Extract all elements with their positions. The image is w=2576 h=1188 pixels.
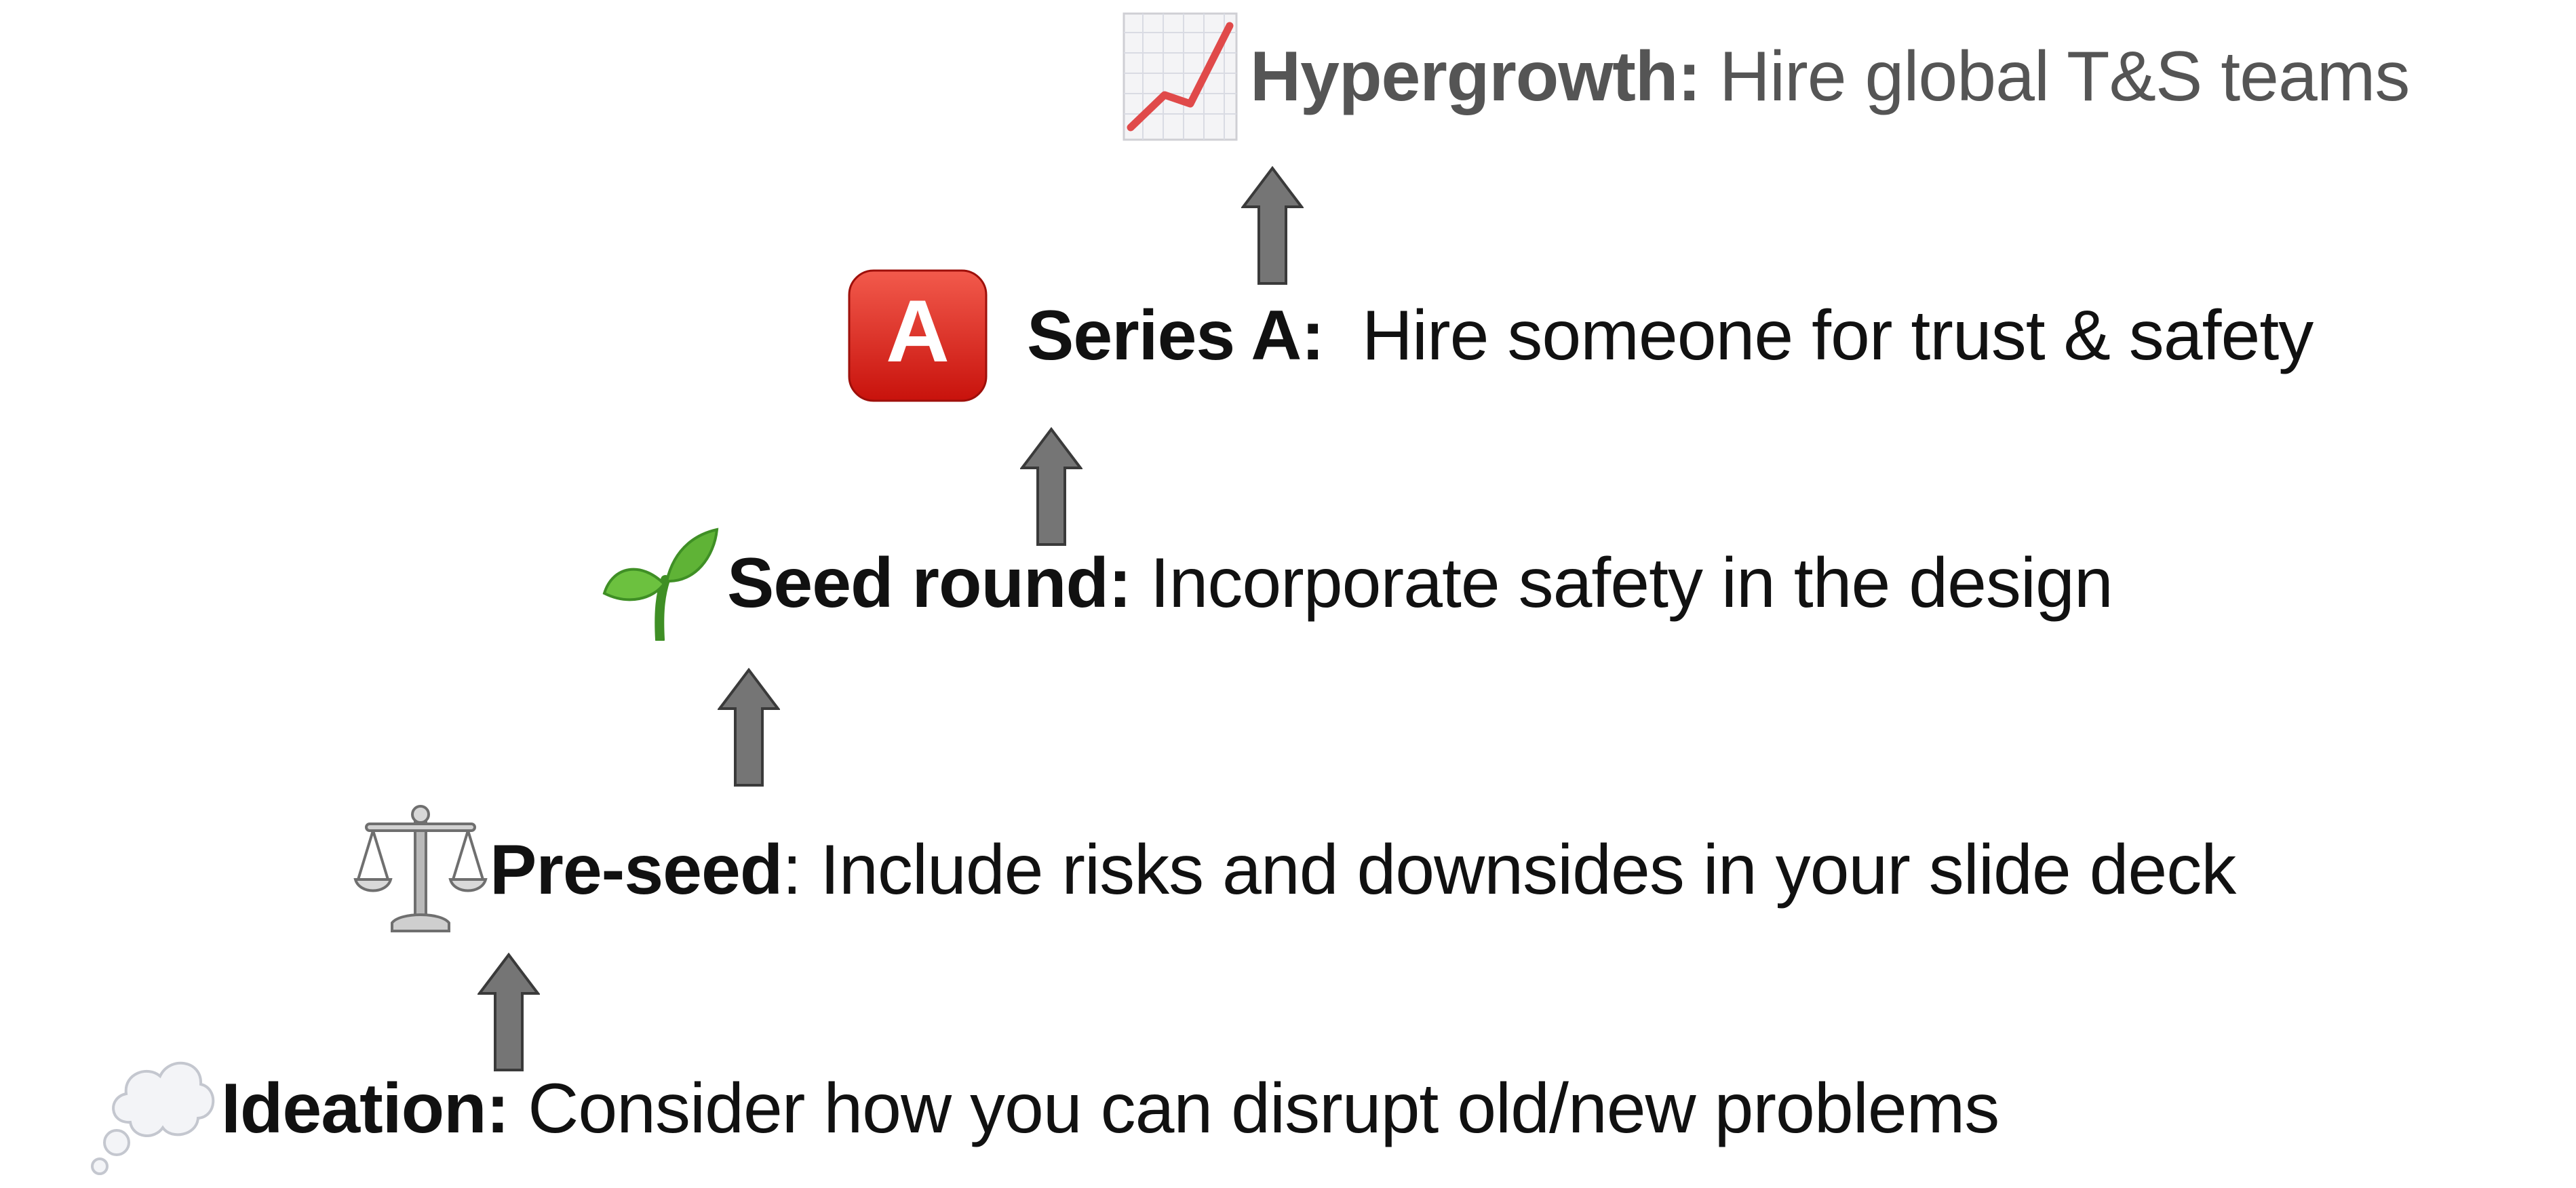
stage-text: Pre-seed: Include risks and downsides in… (490, 835, 2236, 905)
stage-text: Seed round: Incorporate safety in the de… (727, 548, 2113, 618)
stage-name: Ideation: (221, 1069, 509, 1148)
badge-letter: A (886, 281, 950, 380)
stage-hypergrowth: Hypergrowth: Hire global T&S teams (1123, 12, 2410, 141)
balance-scale-icon (353, 805, 488, 932)
stage-name: Seed round: (727, 544, 1132, 622)
stage-description: Hire global T&S teams (1700, 37, 2411, 116)
letter-a-button-icon: A (848, 269, 988, 402)
stage-name: Hypergrowth: (1250, 37, 1701, 116)
stage-series-a: A Series A: Hire someone for trust & saf… (846, 268, 2314, 403)
thought-balloon-icon (91, 1061, 215, 1175)
stage-description: : Include risks and downsides in your sl… (782, 830, 2236, 909)
up-arrow-icon (1241, 166, 1304, 285)
stage-seed-round: Seed round: Incorporate safety in the de… (600, 526, 2113, 641)
stage-name: Series A: (1027, 296, 1325, 375)
chart-increasing-icon (1123, 12, 1238, 141)
up-arrow-icon (477, 953, 540, 1071)
stage-pre-seed: Pre-seed: Include risks and downsides in… (353, 804, 2236, 936)
up-arrow-icon (718, 668, 780, 787)
stage-description: Consider how you can disrupt old/new pro… (509, 1069, 1999, 1148)
up-arrow-icon (1020, 427, 1082, 546)
stage-description: Hire someone for trust & safety (1324, 296, 2314, 375)
stage-text: Ideation: Consider how you can disrupt o… (221, 1073, 1999, 1144)
stage-description: Incorporate safety in the design (1131, 544, 2113, 622)
stage-text: Hypergrowth: Hire global T&S teams (1250, 41, 2410, 112)
stage-text: Series A: Hire someone for trust & safet… (1027, 300, 2314, 371)
stage-ideation: Ideation: Consider how you can disrupt o… (90, 1041, 1999, 1176)
seedling-icon (602, 528, 719, 641)
stage-name: Pre-seed (490, 830, 783, 909)
